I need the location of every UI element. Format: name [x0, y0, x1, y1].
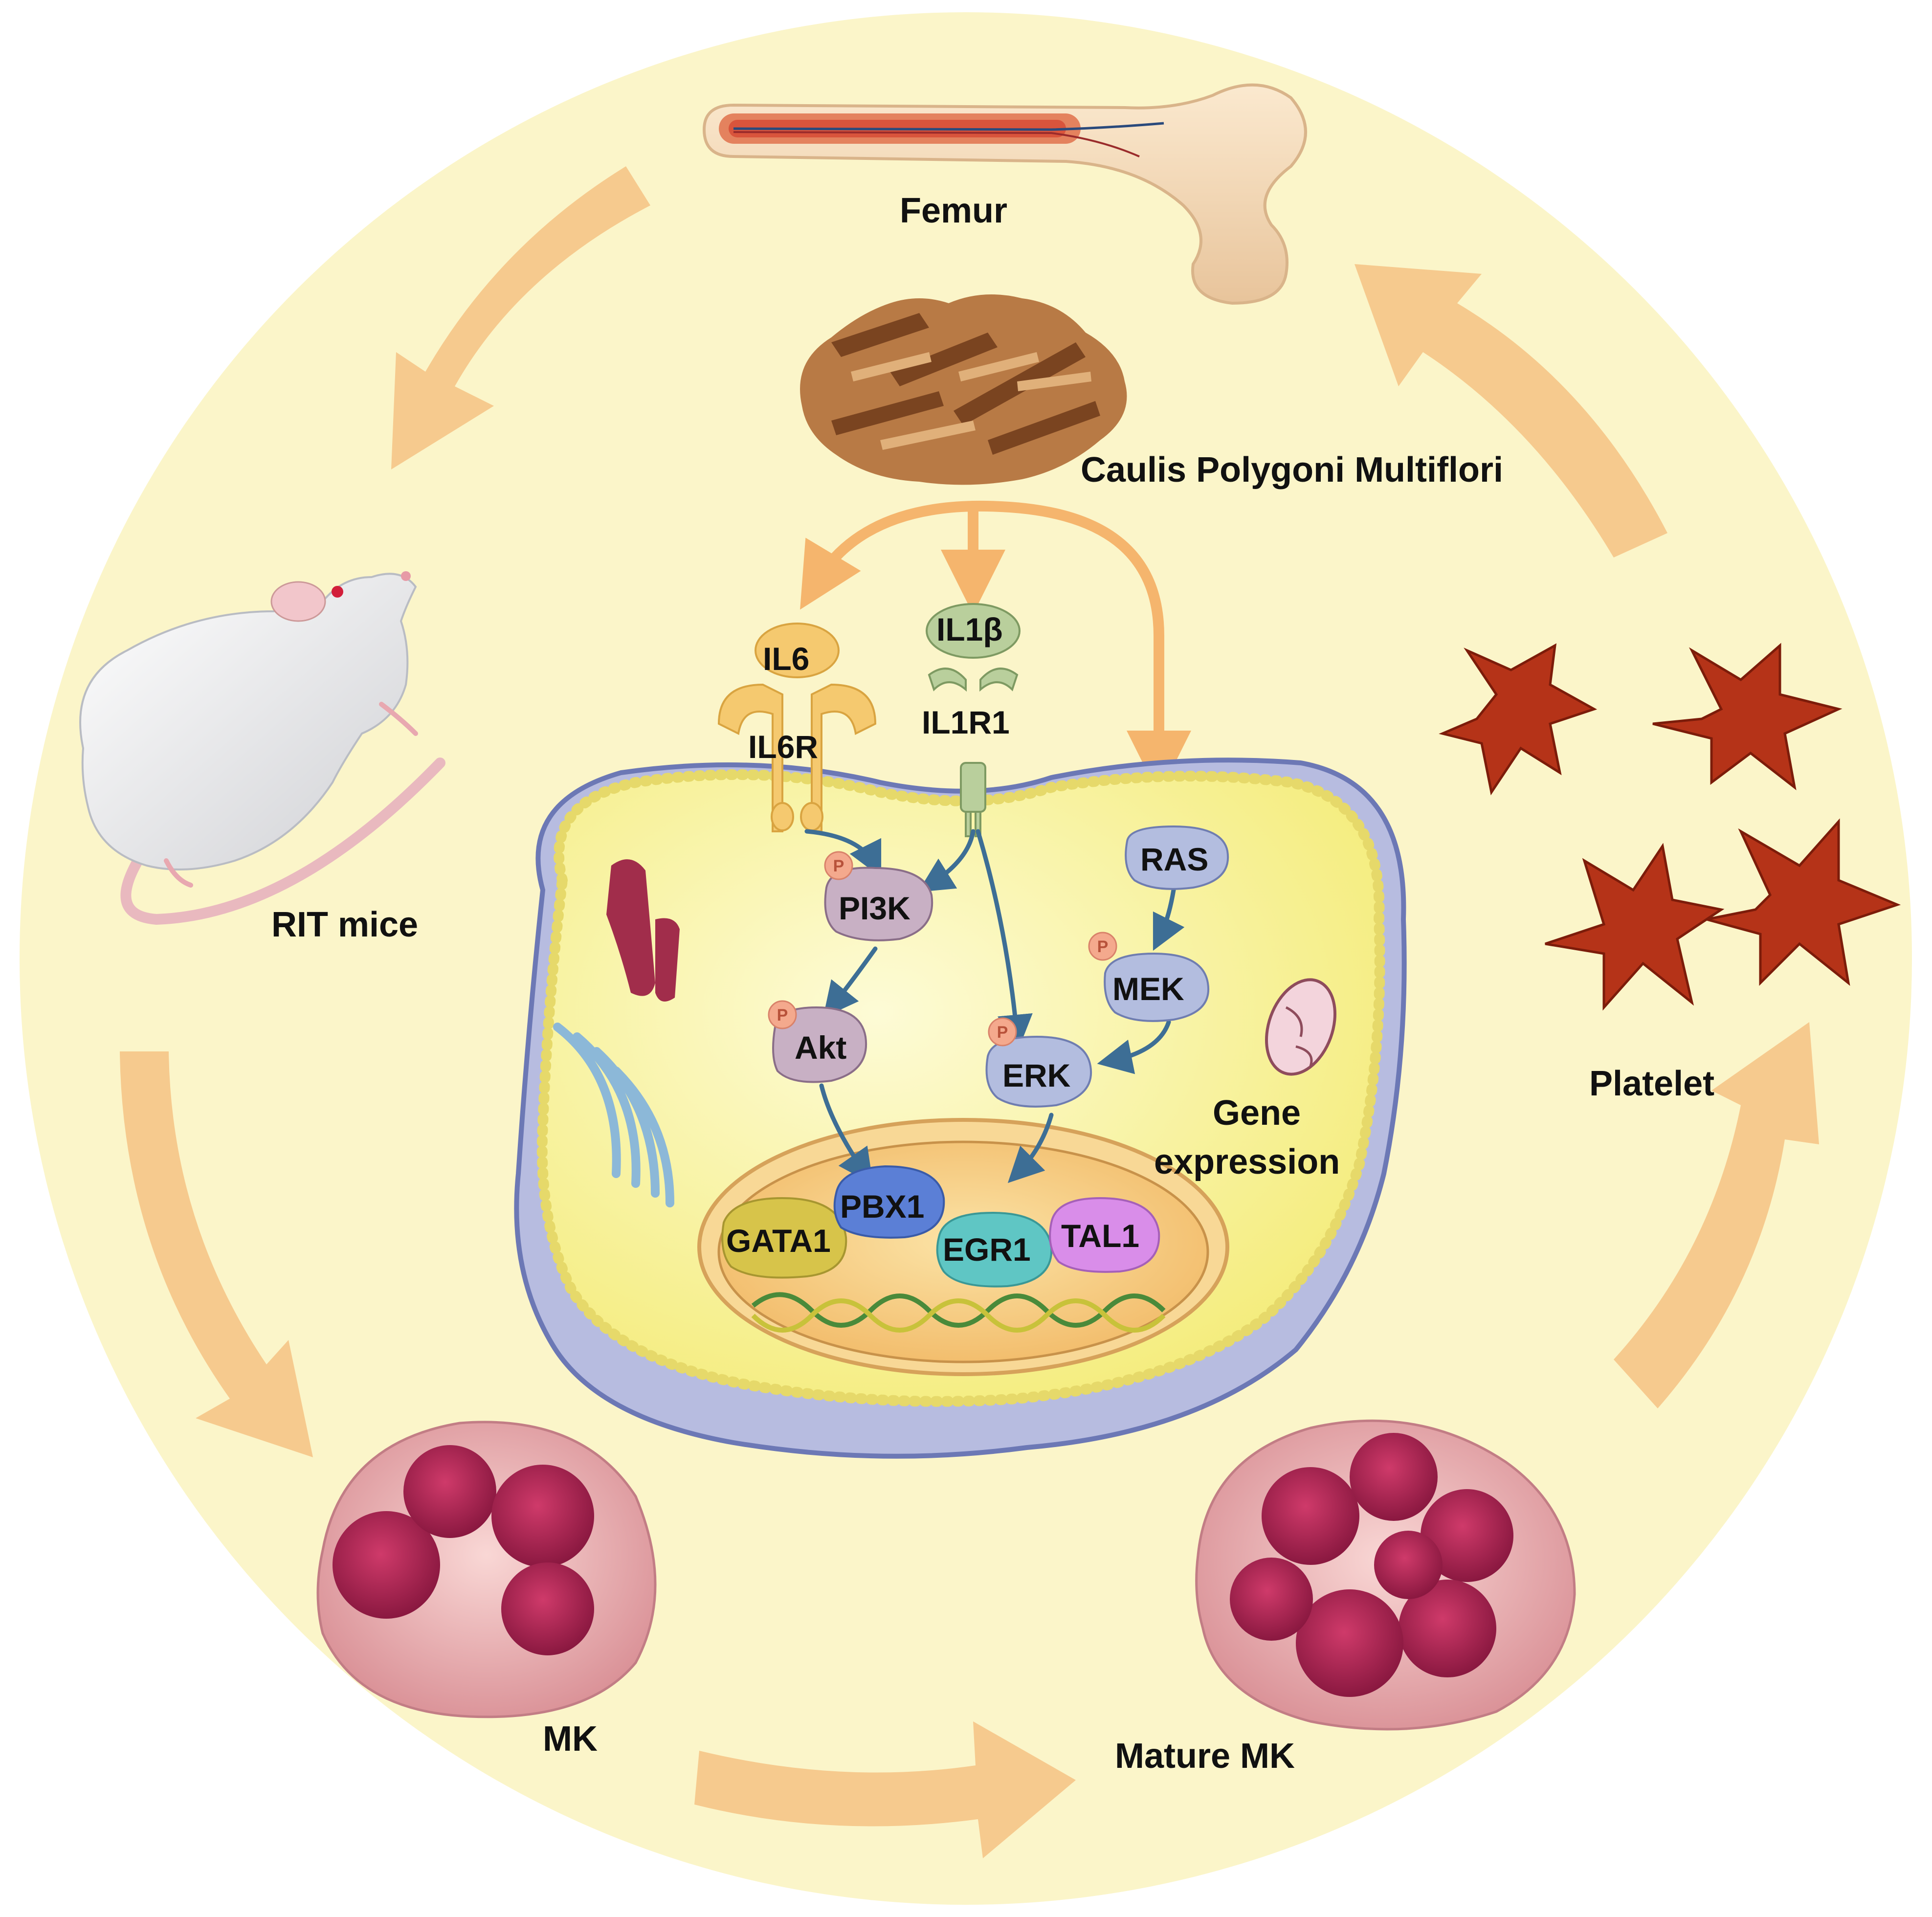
cycle-arrow-bottom-right	[1614, 1022, 1819, 1408]
femur-label: Femur	[900, 191, 1007, 230]
phospho-icon	[1088, 932, 1117, 961]
mature-mk-label: Mature MK	[1115, 1737, 1295, 1776]
phospho-mark: P	[997, 1023, 1008, 1042]
mitochondrion-pink	[1265, 978, 1337, 1076]
egr1-label: EGR1	[943, 1231, 1031, 1268]
rat-ear	[270, 581, 326, 622]
platelet-1	[1439, 643, 1598, 796]
gene-expression-line2: expression	[1154, 1142, 1340, 1181]
pathway-arrows	[804, 829, 1185, 1185]
il1-receptor	[926, 603, 1021, 837]
mek-node[interactable]: P MEK	[1088, 932, 1210, 1022]
mk-cell	[316, 1421, 657, 1718]
mature-mk-cell	[1195, 1419, 1576, 1731]
il6-label: IL6	[763, 641, 809, 677]
cycle-arrow-bottom	[694, 1721, 1076, 1858]
dna-helix	[751, 1292, 1166, 1333]
erk-node[interactable]: P ERK	[985, 1017, 1092, 1108]
gata1-node[interactable]: GATA1	[721, 1197, 847, 1279]
pbx1-label: PBX1	[840, 1188, 924, 1225]
phospho-icon	[768, 1000, 797, 1029]
cycle-arrow-top-left	[391, 166, 650, 469]
femur-bone	[702, 83, 1307, 305]
platelets	[1439, 643, 1901, 1011]
egr1-node[interactable]: EGR1	[936, 1211, 1053, 1288]
phospho-icon	[988, 1017, 1017, 1047]
tal1-label: TAL1	[1061, 1218, 1139, 1254]
mk-label: MK	[543, 1719, 598, 1759]
branch-to-ras	[968, 500, 1191, 795]
platelet-label: Platelet	[1589, 1064, 1714, 1103]
arrow-ras-mek	[1153, 888, 1185, 951]
mek-label: MEK	[1112, 971, 1184, 1007]
herb-branch-arrows	[800, 500, 1191, 795]
il1b-label: IL1β	[936, 611, 1003, 647]
platelet-3	[1545, 843, 1725, 1011]
tal1-node[interactable]: TAL1	[1049, 1197, 1160, 1273]
cycle-arrow-left	[120, 1051, 313, 1457]
phospho-mark: P	[777, 1006, 788, 1025]
erk-label: ERK	[1002, 1057, 1071, 1093]
ras-label: RAS	[1140, 841, 1208, 877]
arrow-erk-egr1	[1007, 1113, 1054, 1183]
arrow-il1r1-erk	[976, 829, 1033, 1050]
arrow-akt-pbx1	[819, 1083, 873, 1185]
rat-image	[79, 571, 445, 925]
rat-tail	[120, 758, 445, 925]
phospho-mark: P	[1097, 937, 1109, 956]
il6r-label: IL6R	[748, 729, 818, 765]
platelet-2	[1652, 643, 1843, 790]
phospho-icon	[824, 851, 853, 880]
arrow-il6r-pi3k	[804, 829, 882, 878]
il1r1-label: IL1R1	[922, 704, 1010, 740]
platelet-4	[1706, 818, 1901, 986]
cycle-arrows	[120, 166, 1819, 1858]
pbx1-node[interactable]: PBX1	[833, 1165, 945, 1239]
herb-image	[800, 294, 1127, 485]
pi3k-label: PI3K	[839, 890, 910, 926]
arrow-il1r1-pi3k	[918, 829, 976, 892]
rat-nose	[401, 571, 411, 581]
branch-to-il6	[800, 501, 978, 610]
akt-node[interactable]: P Akt	[768, 1000, 867, 1083]
rat-eye	[332, 586, 343, 598]
mitochondrion-red	[606, 859, 655, 996]
arrow-mek-erk	[1097, 1020, 1171, 1074]
phospho-mark: P	[833, 857, 844, 875]
arrow-pi3k-akt	[823, 946, 878, 1018]
ras-node[interactable]: RAS	[1125, 825, 1229, 890]
cycle-arrow-top-right	[1355, 264, 1667, 557]
mice-label: RIT mice	[271, 905, 418, 944]
pi3k-node[interactable]: P PI3K	[824, 851, 933, 941]
golgi-apparatus	[553, 1023, 674, 1207]
il6-receptor	[717, 623, 877, 832]
gata1-label: GATA1	[726, 1223, 831, 1259]
herb-label: Caulis Polygoni Multiflori	[1081, 450, 1503, 490]
rat-body	[79, 573, 417, 870]
akt-label: Akt	[795, 1029, 846, 1066]
gene-expression-line1: Gene	[1213, 1093, 1301, 1133]
